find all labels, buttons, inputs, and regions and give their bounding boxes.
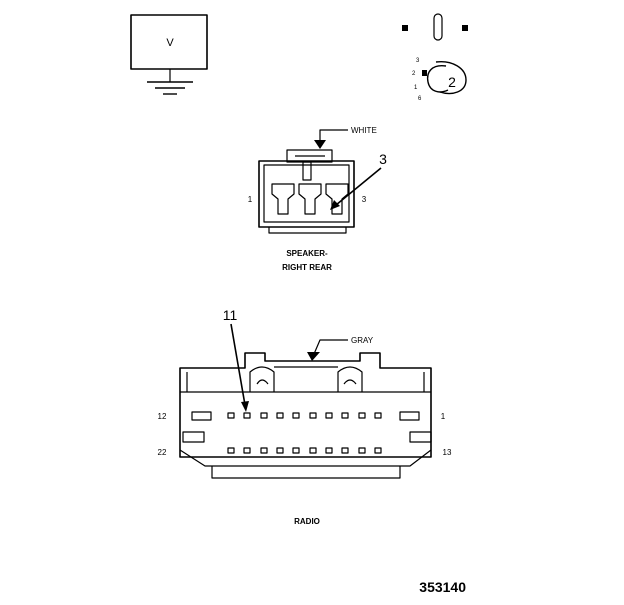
speaker-callout-arrowhead-icon xyxy=(330,200,340,210)
radio-pin-top-left: 12 xyxy=(158,412,167,421)
radio-pin-cavity xyxy=(374,412,382,419)
clip-pin-icon xyxy=(422,70,427,76)
pin-label-3: 3 xyxy=(416,58,420,64)
radio-pin-cavity xyxy=(276,412,284,419)
radio-color-label: GRAY xyxy=(351,336,374,345)
radio-latch-right xyxy=(337,366,363,392)
radio-pin-cavity xyxy=(341,412,349,419)
radio-pin-cavity xyxy=(243,447,251,454)
radio-pin-cavity xyxy=(374,447,382,454)
radio-skirt xyxy=(179,449,432,467)
radio-pin-row-bottom xyxy=(227,447,382,454)
radio-pin-cavity xyxy=(309,412,317,419)
radio-pin-cavity xyxy=(358,447,366,454)
terminal-right-icon xyxy=(462,25,468,31)
white-arrowhead-icon xyxy=(314,140,326,149)
radio-latch-left-inner xyxy=(256,379,269,385)
speaker-caption-line1: SPEAKER- xyxy=(286,249,328,258)
radio-housing-side-rails xyxy=(186,372,425,392)
speaker-pin-right: 3 xyxy=(362,195,367,204)
speaker-callout-leader xyxy=(335,167,382,206)
radio-callout-number: 11 xyxy=(223,307,238,323)
speaker-housing-base xyxy=(268,227,347,234)
radio-pin-cavity xyxy=(260,447,268,454)
radio-callout-arrowhead-icon xyxy=(241,401,249,412)
radio-pin-bottom-right: 13 xyxy=(443,448,452,457)
radio-pin-cavity xyxy=(309,447,317,454)
radio-pin-cavity xyxy=(325,412,333,419)
pin-label-1: 1 xyxy=(414,85,418,91)
radio-key-top-left xyxy=(191,411,212,421)
radio-pin-cavity xyxy=(227,447,235,454)
speaker-cavity-3 xyxy=(325,183,349,215)
radio-latch-right-inner xyxy=(343,379,357,385)
radio-pin-cavity xyxy=(292,412,300,419)
radio-pin-cavity xyxy=(260,412,268,419)
radio-housing xyxy=(179,352,432,458)
speaker-connector: WHITE 3 1 3 SPEAKER- RIGHT REAR xyxy=(248,126,387,272)
radio-skirt-base xyxy=(211,466,401,479)
radio-pin-bottom-left: 22 xyxy=(158,448,167,457)
voltmeter: V xyxy=(130,14,208,95)
radio-key-bottom-right xyxy=(409,431,432,443)
radio-key-bottom-left xyxy=(182,431,205,443)
radio-caption: RADIO xyxy=(294,517,320,526)
speaker-center-key xyxy=(302,161,312,181)
radio-pin-row-top xyxy=(227,412,382,419)
figure-number: 353140 xyxy=(419,579,466,595)
radio-pin-cavity xyxy=(341,447,349,454)
speaker-callout-number: 3 xyxy=(379,151,387,167)
radio-pin-cavity xyxy=(292,447,300,454)
speaker-pin-left: 1 xyxy=(248,195,253,204)
terminal-probe-icon xyxy=(433,13,443,41)
white-leader xyxy=(319,129,348,142)
voltmeter-symbol: V xyxy=(166,37,174,49)
pin-label-6: 6 xyxy=(418,96,422,102)
radio-pin-cavity xyxy=(325,447,333,454)
radio-pin-cavity xyxy=(227,412,235,419)
gray-leader xyxy=(313,339,348,355)
speaker-cavity-2 xyxy=(298,183,322,215)
radio-pin-cavity xyxy=(358,412,366,419)
speaker-color-label: WHITE xyxy=(351,126,377,135)
speaker-cavity-1 xyxy=(271,183,295,215)
clip-body-icon xyxy=(435,61,467,95)
radio-callout-leader xyxy=(230,323,246,406)
gray-arrowhead-icon xyxy=(307,352,320,361)
voltmeter-box xyxy=(130,14,208,70)
speaker-caption-line2: RIGHT REAR xyxy=(282,263,332,272)
radio-pin-cavity xyxy=(243,412,251,419)
radio-latch-left xyxy=(249,366,275,392)
pin-label-2: 2 xyxy=(412,71,416,77)
radio-key-top-right xyxy=(399,411,420,421)
terminal-left-icon xyxy=(402,25,408,31)
wire-identifier-callout: 2 xyxy=(448,74,456,90)
radio-pin-cavity xyxy=(276,447,284,454)
radio-connector: GRAY xyxy=(158,307,452,526)
radio-pin-top-right: 1 xyxy=(441,412,446,421)
speaker-housing xyxy=(258,160,355,228)
wire-identifier: 2 3 2 1 6 xyxy=(402,13,468,102)
clip-hook-icon xyxy=(426,65,449,93)
